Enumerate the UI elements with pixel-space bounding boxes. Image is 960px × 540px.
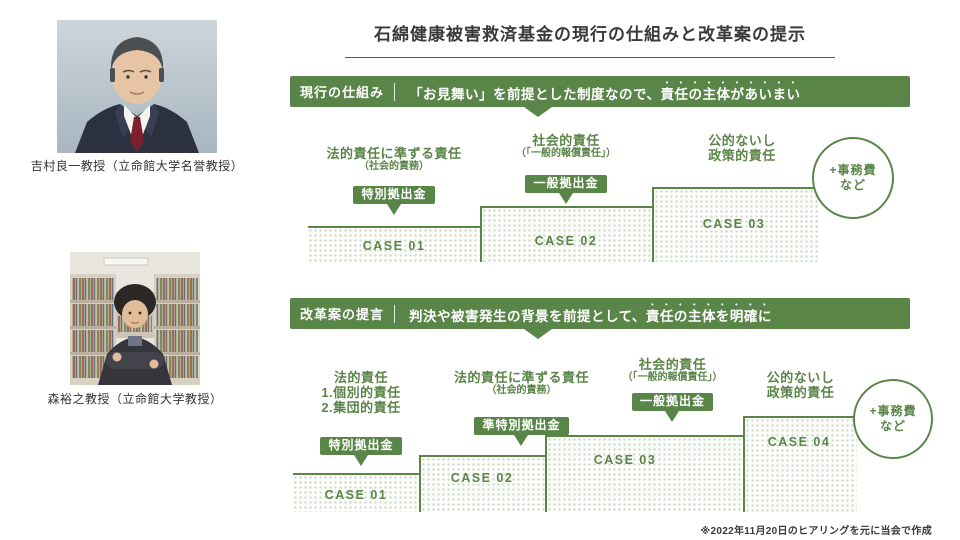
footer-note: ※2022年11月20日のヒアリングを元に当会で作成 — [700, 526, 932, 537]
reform-extra-line2: など — [879, 419, 906, 433]
badge-pointer-icon — [386, 204, 401, 215]
banner-pointer — [524, 107, 552, 117]
current-step-1 — [308, 226, 480, 262]
reform-col-4-title-line2: 政策的責任 — [766, 385, 835, 400]
current-col-2-subtitle: （「一般的報償責任」） — [516, 148, 616, 159]
current-extra-line1: +事務費 — [829, 163, 877, 177]
reform-col-1-badge: 特別拠出金 — [320, 437, 402, 455]
badge-pointer-icon — [514, 435, 529, 446]
reform-col-1-item2: 2.集団的責任 — [321, 400, 401, 415]
caption-mori: 森裕之教授（立命館大学教授） — [47, 392, 223, 406]
reform-col-4: 公的ないし 政策的責任 — [738, 370, 863, 400]
reform-col-3-subtitle: （「一般的報償責任」） — [622, 372, 723, 383]
reform-banner-message-plain: 判決や被害発生の背景を前提として、 — [409, 309, 646, 324]
reform-col-3: 社会的責任 （「一般的報償責任」） 一般拠出金 — [600, 357, 745, 422]
current-col-2: 社会的責任 （「一般的報償責任」） 一般拠出金 — [478, 133, 654, 204]
reform-col-2-badge: 準特別拠出金 — [474, 417, 569, 435]
current-system-banner: 現行の仕組み 「お見舞い」を前提とした制度なので、責任の主体があいまい — [290, 76, 910, 107]
current-system-banner-message: 「お見舞い」を前提とした制度なので、責任の主体があいまい — [409, 80, 800, 103]
reform-col-2-subtitle: （社会的責務） — [486, 385, 557, 396]
current-col-1-badge-wrap: 特別拠出金 — [353, 186, 435, 215]
reform-col-2-badge-wrap: 準特別拠出金 — [474, 417, 569, 446]
reform-step-1 — [293, 473, 419, 512]
current-system-banner-label: 現行の仕組み — [299, 85, 384, 100]
current-col-1-badge: 特別拠出金 — [353, 186, 435, 204]
current-step-3 — [652, 187, 818, 262]
reform-col-1-title: 法的責任 — [333, 370, 388, 385]
reform-col-1: 法的責任 1.個別的責任 2.集団的責任 特別拠出金 — [293, 370, 429, 466]
badge-pointer-icon — [558, 193, 573, 204]
banner-divider — [394, 82, 395, 101]
current-col-3-title-line1: 公的ないし — [708, 133, 776, 148]
current-extra-line2: など — [839, 178, 866, 192]
reform-step-3 — [545, 435, 745, 512]
reform-banner-message-emphasized: 責任の主体を明確に — [645, 309, 772, 324]
banner-divider — [394, 304, 395, 323]
current-step-2 — [480, 206, 654, 262]
banner-pointer — [524, 329, 552, 339]
reform-banner-message: 判決や被害発生の背景を前提として、責任の主体を明確に — [409, 302, 772, 325]
reform-col-1-item1: 1.個別的責任 — [321, 385, 401, 400]
reform-step-4 — [743, 416, 857, 512]
current-col-1-title: 法的責任に準ずる責任 — [326, 146, 462, 161]
reform-col-2-title: 法的責任に準ずる責任 — [453, 370, 589, 385]
current-banner-message-emphasized: 責任の主体があいまい — [660, 87, 801, 102]
reform-case-04: CASE 04 — [767, 435, 831, 449]
reform-col-2: 法的責任に準ずる責任 （社会的責務） 準特別拠出金 — [429, 370, 614, 446]
reform-col-3-badge-wrap: 一般拠出金 — [631, 393, 713, 422]
current-col-2-badge-wrap: 一般拠出金 — [525, 175, 607, 204]
page-title: 石綿健康被害救済基金の現行の仕組みと改革案の提示 — [374, 25, 806, 44]
reform-case-02: CASE 02 — [450, 471, 514, 485]
current-col-3: 公的ないし 政策的責任 — [660, 133, 824, 163]
badge-pointer-icon — [353, 455, 368, 466]
current-col-2-title: 社会的責任 — [532, 133, 600, 148]
reform-extra-line1: +事務費 — [869, 404, 917, 418]
reform-col-3-title: 社会的責任 — [638, 357, 707, 372]
current-col-2-badge: 一般拠出金 — [525, 175, 607, 193]
badge-pointer-icon — [665, 411, 680, 422]
caption-yoshimura: 吉村良一教授（立命館大学名誉教授） — [30, 159, 244, 173]
current-case-02: CASE 02 — [534, 234, 598, 248]
reform-col-4-title-line1: 公的ないし — [766, 370, 835, 385]
reform-proposal-banner: 改革案の提言 判決や被害発生の背景を前提として、責任の主体を明確に — [290, 298, 910, 329]
reform-case-01: CASE 01 — [324, 488, 388, 502]
reform-banner-label: 改革案の提言 — [299, 307, 384, 322]
photo-yoshimura — [57, 20, 217, 153]
reform-col-3-badge: 一般拠出金 — [631, 393, 713, 411]
title-underline — [345, 57, 835, 58]
reform-step-2 — [419, 455, 547, 512]
current-col-3-title-line2: 政策的責任 — [708, 148, 776, 163]
current-case-03: CASE 03 — [702, 217, 766, 231]
current-banner-message-plain: 「お見舞い」を前提とした制度なので、 — [409, 87, 661, 102]
current-col-1: 法的責任に準ずる責任 （社会的責務） 特別拠出金 — [306, 146, 482, 215]
current-col-1-subtitle: （社会的責務） — [359, 161, 429, 172]
reform-case-03: CASE 03 — [593, 453, 657, 467]
photo-mori — [70, 252, 200, 385]
reform-extra-circle: +事務費 など — [853, 379, 933, 459]
current-extra-circle: +事務費 など — [812, 137, 894, 219]
current-case-01: CASE 01 — [362, 239, 426, 253]
reform-col-1-badge-wrap: 特別拠出金 — [320, 437, 402, 466]
